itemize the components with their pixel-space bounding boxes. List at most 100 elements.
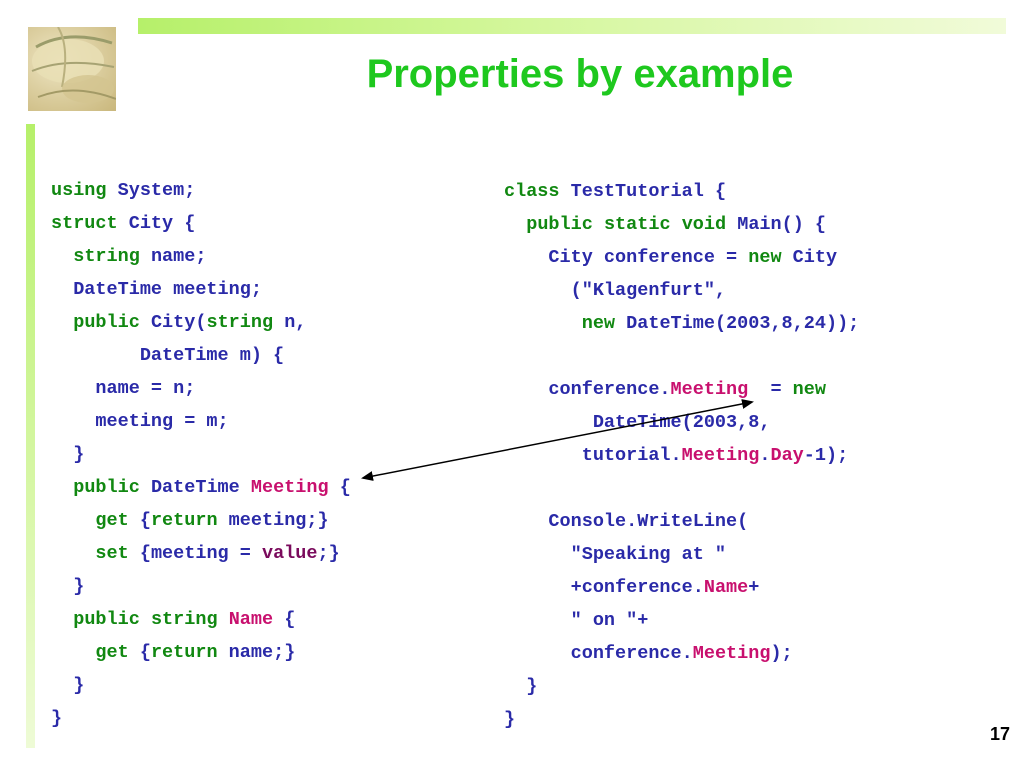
- code-text: [51, 609, 73, 630]
- code-text: ("Klagenfurt",: [504, 280, 727, 301]
- code-keyword: public: [73, 312, 140, 333]
- code-line: meeting = m;: [51, 405, 351, 438]
- code-keyword: public: [73, 477, 140, 498]
- top-accent-bar: [138, 18, 1006, 34]
- code-keyword: get: [95, 510, 129, 531]
- code-text: DateTime(2003,8,: [504, 412, 771, 433]
- code-text: -1);: [803, 445, 849, 466]
- code-block-city-struct: using System;struct City { string name; …: [51, 174, 351, 735]
- code-keyword: new: [748, 247, 782, 268]
- code-text: System;: [106, 180, 196, 201]
- slide-title: Properties by example: [366, 52, 794, 96]
- code-line: public static void Main() {: [504, 208, 859, 241]
- code-line: }: [504, 703, 859, 736]
- code-line: struct City {: [51, 207, 351, 240]
- code-text: [51, 246, 73, 267]
- code-keyword: return: [150, 510, 218, 531]
- code-text: [51, 510, 95, 531]
- code-line: class TestTutorial {: [504, 175, 859, 208]
- code-keyword: using: [51, 180, 107, 201]
- code-keyword: set: [95, 543, 129, 564]
- code-text: +: [748, 577, 760, 598]
- left-accent-bar: [26, 124, 35, 748]
- code-property: Meeting: [250, 477, 329, 498]
- code-text: [51, 543, 95, 564]
- code-text: [504, 214, 526, 235]
- code-line: DateTime(2003,8,: [504, 406, 859, 439]
- code-text: {: [128, 510, 151, 531]
- code-text: }: [51, 708, 63, 729]
- code-line: Console.WriteLine(: [504, 505, 859, 538]
- code-text: "Speaking at ": [504, 544, 727, 565]
- code-text: =: [748, 379, 793, 400]
- code-line: DateTime meeting;: [51, 273, 351, 306]
- code-keyword: void: [681, 214, 727, 235]
- code-line: using System;: [51, 174, 351, 207]
- code-text: [593, 214, 604, 235]
- code-text: DateTime meeting;: [51, 279, 262, 300]
- code-line: +conference.Name+: [504, 571, 859, 604]
- code-text: conference.: [504, 643, 693, 664]
- code-text: .: [759, 445, 771, 466]
- code-text: " on "+: [504, 610, 649, 631]
- code-keyword: return: [150, 642, 218, 663]
- code-text: [671, 214, 682, 235]
- code-line: }: [51, 438, 351, 471]
- code-text: {: [273, 609, 296, 630]
- code-keyword: string: [73, 246, 140, 267]
- code-text: City(: [139, 312, 207, 333]
- code-text: [51, 642, 95, 663]
- code-text: {meeting =: [128, 543, 262, 564]
- code-text: conference.: [504, 379, 671, 400]
- code-property: Meeting: [670, 379, 749, 400]
- code-text: );: [770, 643, 793, 664]
- code-line: DateTime m) {: [51, 339, 351, 372]
- code-text: Console.WriteLine(: [504, 511, 749, 532]
- code-text: name;}: [217, 642, 296, 663]
- code-keyword: string: [150, 609, 218, 630]
- code-line: ("Klagenfurt",: [504, 274, 859, 307]
- code-line: tutorial.Meeting.Day-1);: [504, 439, 859, 472]
- code-text: DateTime m) {: [51, 345, 285, 366]
- code-line: public string Name {: [51, 603, 351, 636]
- code-text: [218, 609, 229, 630]
- code-text: {: [128, 642, 151, 663]
- code-text: }: [51, 576, 85, 597]
- code-line: conference.Meeting);: [504, 637, 859, 670]
- code-keyword: new: [581, 313, 616, 334]
- code-text: [140, 609, 151, 630]
- code-text: DateTime: [139, 477, 251, 498]
- code-text: Main() {: [726, 214, 827, 235]
- code-line: public City(string n,: [51, 306, 351, 339]
- code-keyword: public: [526, 214, 593, 235]
- code-value-keyword: value: [261, 543, 318, 564]
- code-keyword: static: [603, 214, 671, 235]
- code-line: " on "+: [504, 604, 859, 637]
- code-text: City conference =: [504, 247, 749, 268]
- code-text: ;}: [317, 543, 340, 564]
- code-keyword: string: [206, 312, 274, 333]
- code-line: set {meeting = value;}: [51, 537, 351, 570]
- code-line: [504, 472, 859, 505]
- code-text: DateTime(2003,8,24));: [615, 313, 860, 334]
- code-line: new DateTime(2003,8,24));: [504, 307, 860, 340]
- corner-decoration-image: [28, 27, 116, 111]
- code-line: }: [504, 670, 859, 703]
- code-text: name = n;: [51, 378, 196, 399]
- code-block-test-tutorial: class TestTutorial { public static void …: [504, 175, 859, 736]
- code-property: Meeting: [692, 643, 771, 664]
- code-text: }: [504, 676, 538, 697]
- code-line: string name;: [51, 240, 351, 273]
- code-line: get {return name;}: [51, 636, 351, 669]
- code-text: [51, 312, 73, 333]
- code-keyword: new: [792, 379, 826, 400]
- code-text: n,: [273, 312, 307, 333]
- code-line: }: [51, 570, 351, 603]
- code-text: }: [51, 675, 85, 696]
- code-keyword: public: [73, 609, 140, 630]
- code-line: public DateTime Meeting {: [51, 471, 351, 504]
- code-keyword: class: [504, 181, 560, 202]
- code-text: TestTutorial {: [559, 181, 727, 202]
- code-text: +conference.: [504, 577, 704, 598]
- code-line: }: [51, 669, 351, 702]
